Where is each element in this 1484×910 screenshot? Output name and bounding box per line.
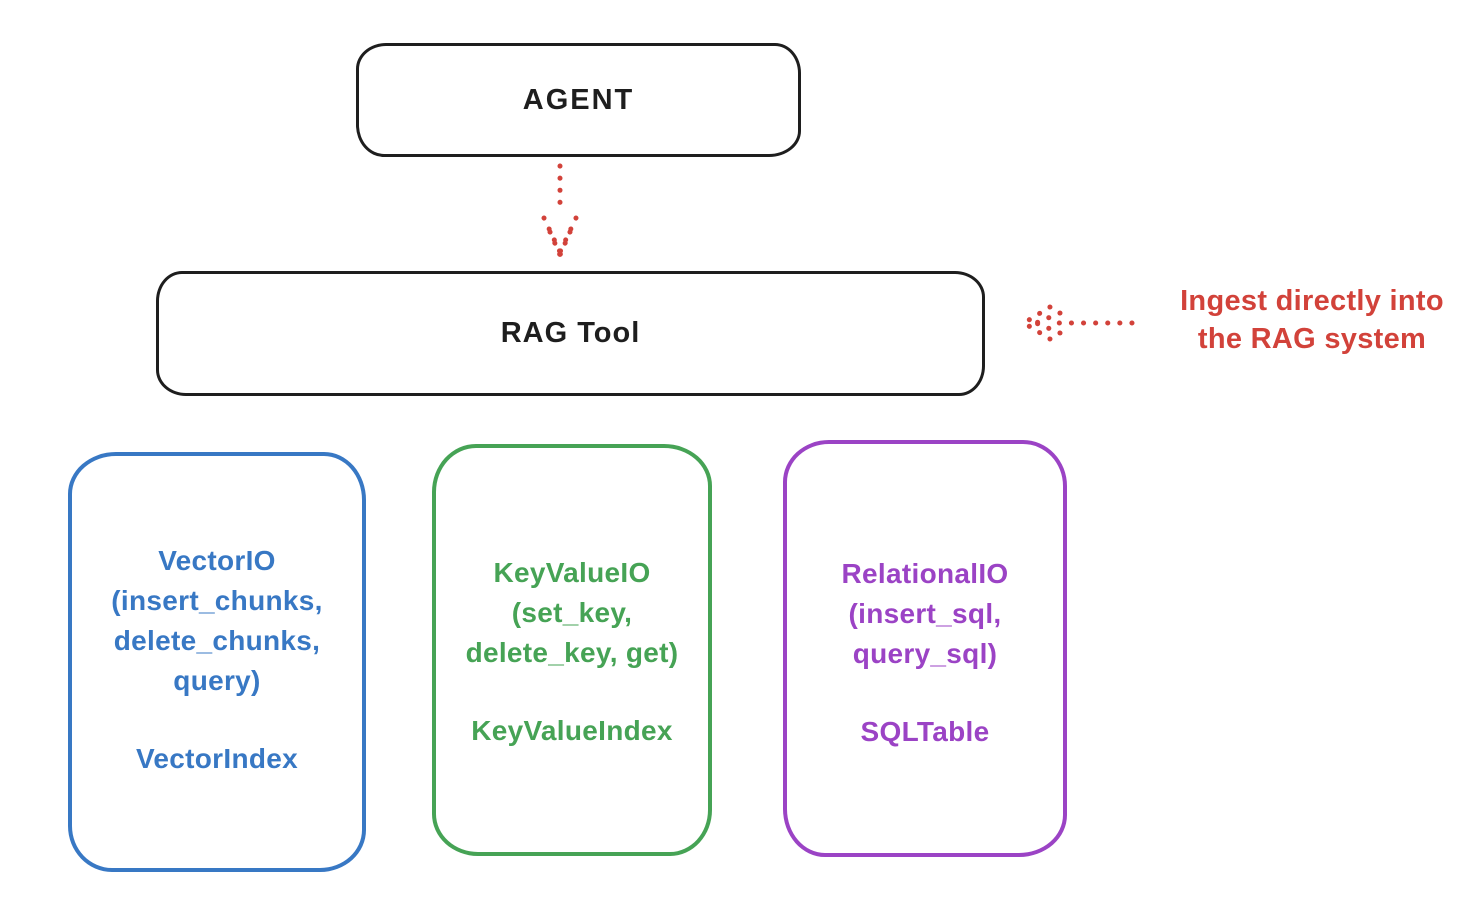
- agent-label: AGENT: [522, 83, 635, 116]
- backend-line: (set_key,: [511, 597, 633, 628]
- annotation-ingest: Ingest directly into the RAG system: [1140, 282, 1484, 358]
- annotation-line-2: the RAG system: [1197, 323, 1427, 355]
- backend-line: (insert_chunks,: [111, 585, 323, 616]
- backend-index-label: KeyValueIndex: [471, 715, 673, 746]
- backend-index-label: VectorIndex: [135, 743, 299, 774]
- backend-vector-io: VectorIO (insert_chunks, delete_chunks, …: [68, 452, 366, 872]
- backend-keyvalue-io: KeyValueIO (set_key, delete_key, get) Ke…: [432, 444, 712, 856]
- backend-line: VectorIO: [158, 545, 276, 576]
- backend-line: RelationalIO: [841, 558, 1009, 589]
- backend-vector-io-block: VectorIO (insert_chunks, delete_chunks, …: [111, 541, 322, 701]
- backend-relational-io: RelationalIO (insert_sql, query_sql) SQL…: [783, 440, 1067, 857]
- backend-line: KeyValueIO: [493, 557, 651, 588]
- dotted-arrow-down-icon: [541, 163, 579, 258]
- dotted-arrow-left-icon: [1021, 304, 1135, 342]
- backend-relational-io-block: RelationalIO (insert_sql, query_sql): [842, 554, 1009, 674]
- rag-tool-node: RAG Tool: [156, 271, 985, 396]
- backend-line: delete_key, get): [465, 637, 679, 668]
- backend-line: (insert_sql,: [848, 598, 1002, 629]
- annotation-line-1: Ingest directly into: [1180, 285, 1444, 317]
- agent-node: AGENT: [356, 43, 801, 157]
- backend-index-label: SQLTable: [860, 716, 990, 747]
- backend-line: delete_chunks,: [113, 625, 321, 656]
- backend-line: query_sql): [852, 638, 998, 669]
- backend-keyvalue-io-block: KeyValueIO (set_key, delete_key, get): [466, 553, 679, 673]
- backend-line: query): [173, 665, 261, 696]
- rag-tool-label: RAG Tool: [500, 317, 641, 349]
